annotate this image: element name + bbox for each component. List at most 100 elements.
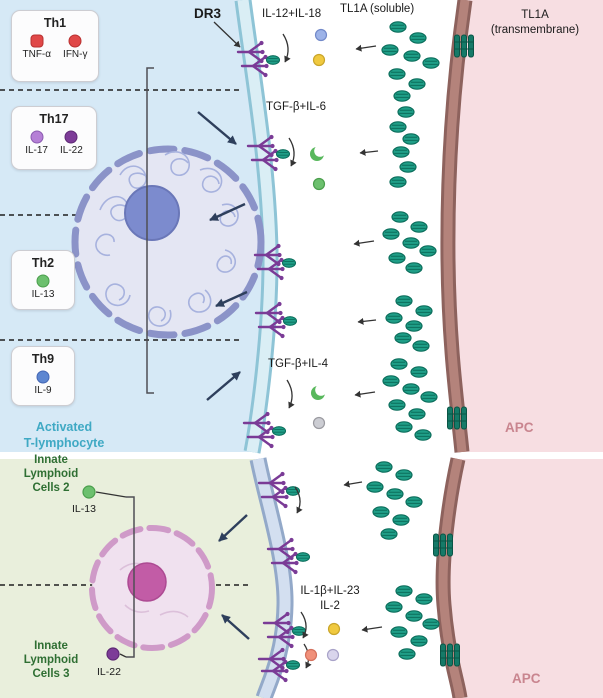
tl1a-soluble-icon [390,626,408,638]
il12-icon [314,28,328,42]
ilc-cytokines-bracket [126,496,135,658]
tl1a-soluble-icon [402,383,420,395]
tl1a-soluble-icon [397,106,415,118]
tl1a-soluble-icon [398,648,416,660]
signal-arrow [215,290,248,308]
tl1a-bound-icon [275,149,291,159]
tl1a-soluble-icon [389,21,407,33]
tl1a-soluble-icon [395,469,413,481]
tl1a-soluble-icon [389,176,407,188]
th9-title: Th9 [31,352,55,366]
tl1a-soluble-icon [405,496,423,508]
tl1a-soluble-icon [395,295,413,307]
label-tgfb-il6: TGF-β+IL-6 [266,101,326,113]
label-innate-lymphoid-cells-2: Innate Lymphoid Cells 2 [6,454,96,495]
ilc-cell [89,525,215,651]
il17-label: IL-17 [25,145,48,156]
tl1a-transmembrane-icon [433,533,453,557]
label-ilc2-line1: Innate [34,454,68,466]
tl1a-soluble-icon [391,211,409,223]
label-dr3: DR3 [194,6,222,21]
label-tgfb-il4: TGF-β+IL-4 [268,358,328,370]
label-il22-ilc3: IL-22 [97,666,121,678]
tl1a-soluble-icon [405,262,423,274]
signal-arrow [218,514,248,542]
tl1a-bound-icon [295,552,311,562]
signal-arrow [221,614,250,640]
ifn-gamma-label: IFN-γ [63,49,88,60]
tl1a-soluble-icon [420,391,438,403]
label-tl1a-tm-line1: TL1A [521,9,549,21]
diffusion-arrow [354,390,376,398]
apc-region-bottom [443,459,603,698]
tl1a-soluble-icon [380,528,398,540]
secretion-arrow [300,611,309,639]
label-tl1a-soluble: TL1A (soluble) [340,3,415,15]
th17-title: Th17 [39,112,69,126]
tl1a-bound-icon [291,626,307,636]
tl1a-soluble-icon [382,375,400,387]
dr3-pointer-arrow [213,21,241,48]
th1-legend-box: Th1 TNF-α IFN-γ [11,10,99,82]
tl1a-soluble-icon [393,90,411,102]
tl1a-soluble-icon [388,68,406,80]
tl1a-soluble-icon [410,635,428,647]
signal-arrow [206,371,241,401]
tl1a-soluble-icon [408,408,426,420]
tl1a-soluble-icon [395,585,413,597]
diffusion-arrow [355,44,377,52]
il13-icon [82,485,96,499]
tl1a-soluble-icon [422,57,440,69]
tl1a-soluble-icon [389,121,407,133]
th-subsets-bracket [146,67,154,394]
tl1a-soluble-icon [366,481,384,493]
tnf-alpha-icon [30,34,44,48]
tl1a-soluble-icon [399,161,417,173]
t-lymphocyte-cell [71,145,265,339]
il17-icon [30,130,44,144]
label-tl1a-transmembrane: TL1A (transmembrane) [472,8,598,38]
th1-title: Th1 [43,16,67,30]
il13-connector-line [95,491,127,498]
ilc-cell-nucleus [127,562,167,602]
il1b-icon [304,648,318,662]
tl1a-soluble-icon [388,399,406,411]
il22-icon [106,647,120,661]
tl1a-soluble-icon [392,146,410,158]
tl1a-soluble-icon [381,44,399,56]
tl1a-soluble-icon [415,593,433,605]
tgfb-icon [311,384,327,400]
t-cell-nucleus [124,185,180,241]
tl1a-soluble-icon [382,228,400,240]
il9-icon [36,370,50,384]
tl1a-soluble-clusters [366,21,440,660]
tl1a-soluble-icon [385,601,403,613]
il18-icon [312,53,326,67]
tl1a-soluble-icon [375,461,393,473]
label-innate-lymphoid-cells-3: Innate Lymphoid Cells 3 [6,640,96,681]
label-il1b-il23-il2: IL-1β+IL-23 IL-2 [288,584,372,614]
signal-arrow [197,111,237,145]
secretion-arrow [286,379,295,409]
secretion-arrow [282,33,291,63]
tl1a-soluble-icon [388,252,406,264]
il22-label: IL-22 [60,145,83,156]
tl1a-soluble-icon [408,78,426,90]
diffusion-arrow [353,239,375,247]
tl1a-transmembrane-icon [440,643,460,667]
tl1a-soluble-icon [412,340,430,352]
tl1a-soluble-icon [385,312,403,324]
apc-region-top [447,0,603,452]
tl1a-bound-icon [265,55,281,65]
tl1a-soluble-icon [390,358,408,370]
il6-icon [312,177,326,191]
tl1a-soluble-icon [394,332,412,344]
label-il12-il18: IL-12+IL-18 [262,8,322,20]
tgfb-icon [310,145,326,161]
tl1a-bound-icon [282,316,298,326]
label-ilc3-line1: Innate [34,640,68,652]
th9-legend-box: Th9 IL-9 [11,346,75,406]
label-activated-t-lymphocyte: Activated T-lymphocyte [6,419,122,452]
tl1a-soluble-icon [372,506,390,518]
